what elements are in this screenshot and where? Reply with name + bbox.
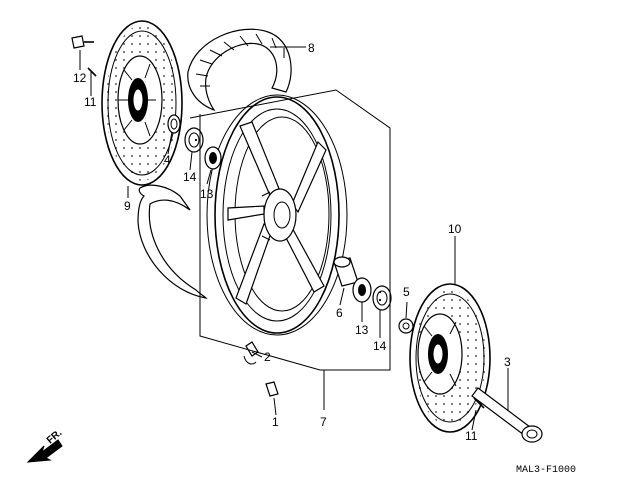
group-bracket-outline bbox=[189, 89, 391, 371]
callout-12: 12 bbox=[73, 71, 87, 85]
air-valve bbox=[243, 341, 259, 365]
bolt-11-left bbox=[87, 67, 97, 77]
bolt-11-right bbox=[473, 397, 485, 409]
callout-13-right: 13 bbox=[355, 323, 369, 337]
callout-11-right: 11 bbox=[465, 429, 478, 443]
front-direction-arrow: FR. bbox=[26, 427, 65, 463]
callout-4: 4 bbox=[164, 153, 171, 167]
callout-11-left: 11 bbox=[84, 95, 97, 109]
direction-label: FR. bbox=[45, 427, 65, 446]
front-axle bbox=[471, 387, 543, 443]
spacer-6 bbox=[333, 256, 359, 287]
callout-14-left: 14 bbox=[183, 170, 197, 184]
callout-3: 3 bbox=[504, 355, 511, 369]
tire bbox=[187, 28, 292, 112]
callout-9: 9 bbox=[124, 199, 131, 213]
diagram-code: MAL3-F1000 bbox=[516, 465, 576, 476]
right-brake-disc bbox=[409, 283, 491, 433]
left-brake-disc bbox=[101, 20, 183, 186]
callout-7: 7 bbox=[320, 415, 327, 429]
callout-labels: 8 12 11 4 14 13 9 10 5 6 13 14 2 3 7 1 1… bbox=[73, 41, 511, 443]
bearing-13-left bbox=[204, 146, 222, 170]
fender bbox=[137, 184, 208, 299]
callout-6: 6 bbox=[336, 306, 343, 320]
balance-weight bbox=[265, 381, 279, 397]
callout-14-right: 14 bbox=[373, 339, 387, 353]
bearing-14-left bbox=[184, 127, 204, 153]
callout-8: 8 bbox=[308, 41, 315, 55]
bolt-12 bbox=[71, 35, 94, 49]
dust-seal-5 bbox=[398, 318, 414, 334]
callout-2: 2 bbox=[264, 350, 271, 364]
callout-13-left: 13 bbox=[200, 187, 214, 201]
bearing-13-right bbox=[352, 277, 372, 303]
callout-1: 1 bbox=[272, 415, 279, 429]
callout-10: 10 bbox=[448, 222, 462, 236]
wheel-rim bbox=[206, 94, 348, 336]
bearing-14-right bbox=[372, 285, 392, 311]
dust-seal-4 bbox=[167, 114, 181, 134]
callout-5: 5 bbox=[403, 285, 410, 299]
leader-lines bbox=[79, 46, 509, 431]
